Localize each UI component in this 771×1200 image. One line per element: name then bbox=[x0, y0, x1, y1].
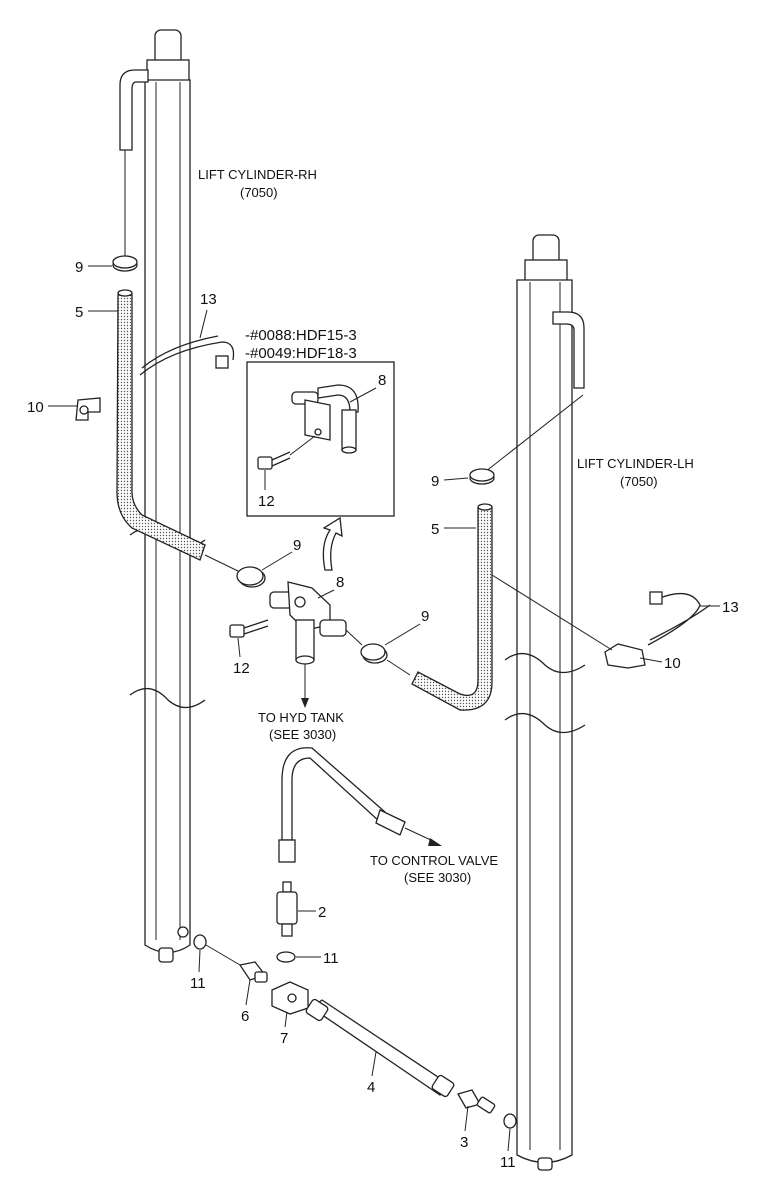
label-to-hyd-tank: TO HYD TANK bbox=[258, 710, 344, 725]
label-lift-cylinder-lh-ref: (7050) bbox=[620, 474, 658, 489]
hose-to-control-valve bbox=[281, 747, 386, 841]
callout-5: 5 bbox=[75, 304, 83, 321]
tee-fitting-7 bbox=[271, 981, 309, 1015]
fitting-2 bbox=[276, 881, 298, 937]
callout-12: 12 bbox=[258, 493, 275, 510]
callout-7: 7 bbox=[280, 1030, 288, 1047]
callout-13: 13 bbox=[200, 291, 217, 308]
inset-ref-0049: -#0049:HDF18-3 bbox=[245, 345, 357, 362]
callout-9: 9 bbox=[75, 259, 83, 276]
label-lift-cylinder-rh-ref: (7050) bbox=[240, 185, 278, 200]
label-to-control-valve-ref: (SEE 3030) bbox=[404, 870, 471, 885]
o-ring-11-center bbox=[276, 951, 296, 963]
callout-10: 10 bbox=[664, 655, 681, 672]
callout-8: 8 bbox=[378, 372, 386, 389]
tube-4 bbox=[310, 999, 452, 1096]
inset-tee-fitting-8 bbox=[291, 384, 359, 454]
connector-3 bbox=[457, 1089, 496, 1114]
callout-4: 4 bbox=[367, 1079, 375, 1096]
callout-2: 2 bbox=[318, 904, 326, 921]
cable-tie-13-right bbox=[649, 604, 711, 641]
callout-5: 5 bbox=[431, 521, 439, 538]
inset-bolt-12 bbox=[257, 451, 291, 470]
callout-12: 12 bbox=[233, 660, 250, 677]
callout-11: 11 bbox=[190, 975, 206, 992]
label-to-hyd-tank-ref: (SEE 3030) bbox=[269, 727, 336, 742]
label-lift-cylinder-lh: LIFT CYLINDER-LH bbox=[577, 456, 694, 471]
callout-11: 11 bbox=[500, 1154, 516, 1171]
callout-13: 13 bbox=[722, 599, 739, 616]
inset-pointer-arrow bbox=[322, 516, 343, 571]
callouts: 9 5 13 10 8 12 9 8 12 9 9 5 13 10 2 11 1… bbox=[27, 259, 739, 1171]
o-ring-11-right bbox=[503, 1113, 517, 1129]
inset-ref-0088: -#0088:HDF15-3 bbox=[245, 327, 357, 344]
clip-10-right bbox=[604, 643, 646, 669]
tee-fitting-8 bbox=[236, 566, 347, 708]
callout-6: 6 bbox=[241, 1008, 249, 1025]
callout-11: 11 bbox=[323, 950, 339, 967]
cable-tie-13-left bbox=[139, 341, 235, 376]
callout-9: 9 bbox=[431, 473, 439, 490]
adapter-6 bbox=[238, 961, 268, 983]
o-ring-11-left bbox=[193, 934, 207, 950]
label-lift-cylinder-rh: LIFT CYLINDER-RH bbox=[198, 167, 317, 182]
lift-cylinder-lh bbox=[504, 234, 586, 1171]
callout-9: 9 bbox=[293, 537, 301, 554]
callout-10: 10 bbox=[27, 399, 44, 416]
bolt-12 bbox=[229, 619, 269, 638]
label-to-control-valve: TO CONTROL VALVE bbox=[370, 853, 498, 868]
callout-9: 9 bbox=[421, 608, 429, 625]
callout-8: 8 bbox=[336, 574, 344, 591]
callout-3: 3 bbox=[460, 1134, 468, 1151]
hose-5-right bbox=[411, 507, 493, 711]
hose-5-left bbox=[116, 294, 206, 561]
